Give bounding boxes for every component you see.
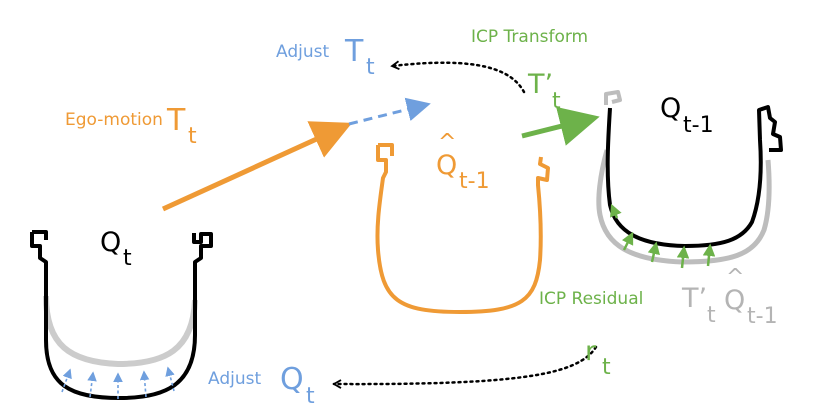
- adjust-ego-dashed-arrow: [348, 97, 431, 126]
- q-hat-subscript: t-1: [459, 169, 490, 194]
- q-t-blue-residual-arrows: [61, 366, 175, 399]
- q-t-left-tab: [32, 230, 48, 240]
- adjust-t-label: Adjust: [276, 42, 329, 62]
- q-prev-subscript: t-1: [683, 113, 714, 138]
- q-t-contour: [30, 232, 213, 400]
- shape-q-t-minus-1: [596, 90, 783, 269]
- residual-t-prime-symbol: T’: [681, 283, 707, 314]
- residual-t-subscript: t: [707, 303, 716, 328]
- ego-motion-label: Ego-motion: [65, 110, 163, 130]
- ego-motion-symbol: T: [166, 103, 186, 138]
- q-prev-green-residual-arrows: [610, 203, 716, 269]
- adjust-q-label: Adjust: [208, 369, 261, 389]
- adjust-t-symbol: T: [344, 34, 364, 69]
- q-prev-symbol: Q: [660, 93, 681, 124]
- q-prev-gray-tab: [604, 90, 622, 105]
- residual-q-subscript: t-1: [747, 304, 778, 329]
- icp-residual-label: ICP Residual: [539, 289, 643, 309]
- r-subscript: t: [602, 355, 611, 380]
- q-hat-symbol: Q: [436, 150, 457, 181]
- shape-q-hat-t-minus-1: [375, 143, 550, 314]
- adjust-q-symbol: Q: [280, 362, 304, 397]
- adjust-t-dotted-arrow: [390, 60, 526, 94]
- q-t-symbol: Q: [100, 227, 121, 258]
- residual-q-hat-caret: ^: [726, 265, 744, 290]
- icp-transform-arrow: [521, 106, 600, 146]
- shape-q-t: [30, 230, 213, 400]
- t-prime-subscript: t: [552, 89, 561, 114]
- t-prime-symbol: T’: [527, 69, 553, 100]
- adjust-q-subscript: t: [306, 384, 315, 409]
- ego-motion-arrow: [161, 121, 353, 212]
- q-t-gray-curve: [43, 295, 198, 368]
- icp-transform-label: ICP Transform: [471, 27, 588, 47]
- q-hat-contour: [375, 145, 550, 314]
- residual-q-symbol: Q: [724, 285, 745, 316]
- q-t-subscript: t: [123, 246, 132, 271]
- q-hat-caret: ^: [438, 130, 456, 155]
- adjust-q-dotted-arrow: [332, 345, 598, 389]
- adjust-t-subscript: t: [366, 55, 375, 80]
- q-hat-left-tab: [378, 143, 394, 156]
- ego-motion-subscript: t: [188, 124, 197, 149]
- r-symbol: r: [585, 336, 597, 367]
